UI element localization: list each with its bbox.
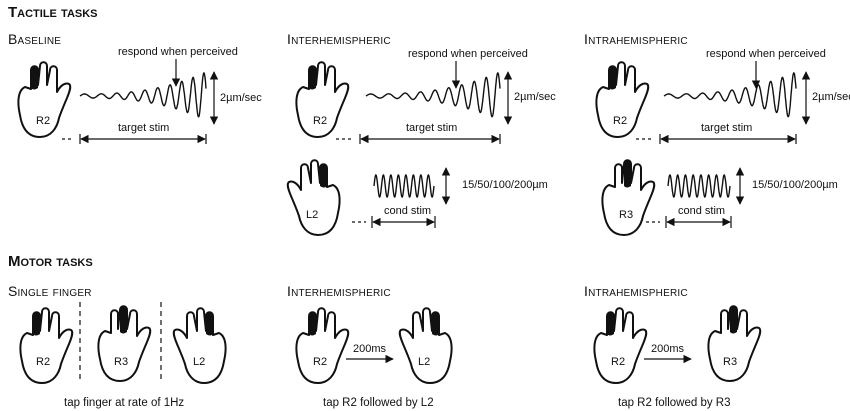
scale-label: 2µm/sec [514, 91, 556, 103]
hand-label-target: R2 [613, 115, 627, 127]
caption: tap R2 followed by R3 [618, 397, 731, 409]
target-waveform [663, 72, 797, 118]
hand-icon [97, 305, 152, 382]
panel-title-inter: Interhemispheric [287, 31, 391, 47]
target-waveform [365, 72, 501, 118]
hand-icon [398, 307, 453, 384]
hand-icon [19, 307, 74, 384]
hand-icon [172, 307, 227, 384]
hand-icon [601, 159, 656, 236]
hand-label-second: R3 [723, 356, 737, 368]
target-waveform [79, 72, 207, 118]
respond-label: respond when perceived [118, 46, 238, 58]
hand-label-first: R2 [611, 356, 625, 368]
stim-label: target stim [406, 122, 457, 134]
delay-label: 200ms [353, 343, 387, 355]
section-title-tactile: Tactile tasks [8, 4, 98, 21]
cond-waveform [667, 174, 731, 198]
panel-title-intra: Intrahemispheric [584, 31, 688, 47]
hand-label: R2 [36, 356, 50, 368]
panel-title-inter: Interhemispheric [287, 283, 391, 299]
hand-icon [286, 159, 341, 236]
caption: tap R2 followed by L2 [323, 397, 434, 409]
stim-label: target stim [701, 122, 752, 134]
scale-label: 2µm/sec [812, 91, 850, 103]
hand-icon [707, 305, 762, 382]
hand-label: R3 [114, 356, 128, 368]
hand-label-target: R2 [36, 115, 50, 127]
panel-title-baseline: Baseline [8, 31, 61, 47]
panel-title-single: Single finger [8, 283, 92, 299]
cond-stim-label: cond stim [384, 205, 431, 217]
panel-title-intra: Intrahemispheric [584, 283, 688, 299]
hand-label: L2 [193, 356, 205, 368]
delay-label: 200ms [651, 343, 685, 355]
hand-label-cond: L2 [306, 209, 318, 221]
respond-label: respond when perceived [706, 48, 826, 60]
respond-label: respond when perceived [408, 48, 528, 60]
hand-label-cond: R3 [619, 209, 633, 221]
hand-label-first: R2 [313, 356, 327, 368]
caption: tap finger at rate of 1Hz [64, 397, 184, 409]
hand-icon [295, 61, 350, 138]
cond-stim-label: cond stim [678, 205, 725, 217]
hand-label-second: L2 [418, 356, 430, 368]
stim-label: target stim [118, 122, 169, 134]
cond-waveform [373, 174, 435, 198]
section-title-motor: Motor tasks [8, 253, 93, 270]
hand-icon [595, 61, 650, 138]
scale-label: 2µm/sec [220, 92, 262, 104]
cond-scale-label: 15/50/100/200µm [462, 179, 548, 191]
cond-scale-label: 15/50/100/200µm [752, 179, 838, 191]
hand-icon [17, 61, 72, 138]
hand-icon [593, 307, 648, 384]
hand-label-target: R2 [313, 115, 327, 127]
hand-icon [295, 307, 350, 384]
